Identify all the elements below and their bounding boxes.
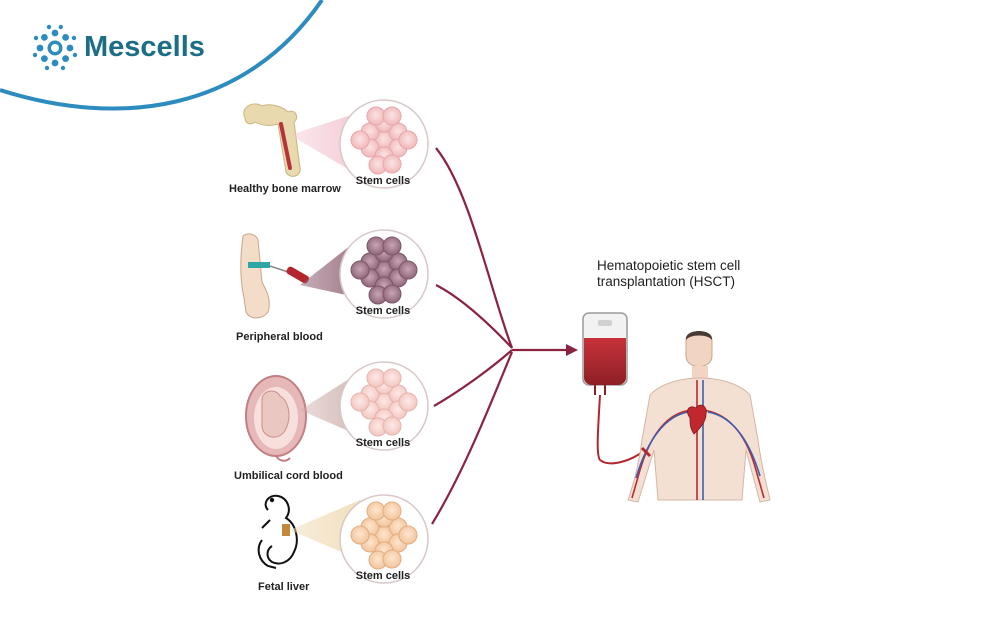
arrow-from-bone-marrow: [435, 147, 514, 349]
blood-bag-icon: [582, 312, 643, 465]
stem-cell: [366, 368, 386, 388]
stem-cell: [350, 525, 370, 545]
arrow-from-fetal-liver: [431, 351, 514, 525]
hsct-title-line-2: transplantation (HSCT): [597, 274, 736, 289]
stem-cell: [382, 284, 402, 304]
source-label-bone-marrow: Healthy bone marrow: [229, 183, 341, 195]
source-label-umbilical-cord-blood: Umbilical cord blood: [234, 470, 343, 482]
stem-cell-cluster-3: [339, 361, 429, 451]
brand-name: Mescells: [84, 31, 205, 63]
stem-cell: [382, 416, 402, 436]
patient-body-icon: [627, 331, 771, 503]
fetus-in-uterus-icon: [245, 375, 307, 462]
stem-cell: [350, 260, 370, 280]
stem-cell: [350, 130, 370, 150]
stem-cell: [350, 392, 370, 412]
stem-cell: [398, 392, 418, 412]
arrow-head: [566, 344, 578, 356]
stem-cell: [398, 260, 418, 280]
fetal-liver-highlight: [282, 524, 290, 536]
stem-cell: [382, 106, 402, 126]
bone-marrow-icon: [243, 103, 301, 177]
stem-cell-cluster-2: [339, 229, 429, 319]
stem-cell: [382, 368, 402, 388]
stem-cell-cluster-1: [339, 99, 429, 189]
source-label-fetal-liver: Fetal liver: [258, 581, 310, 593]
stem-cell: [366, 236, 386, 256]
source-label-peripheral-blood: Peripheral blood: [236, 331, 323, 343]
header-arc: [0, 0, 324, 111]
hsct-title-line-1: Hematopoietic stem cell: [597, 258, 741, 273]
arrow-from-cord-blood: [433, 349, 513, 407]
stem-cell: [366, 501, 386, 521]
convergent-arrows: [431, 147, 568, 525]
arrow-from-peripheral-blood: [435, 284, 513, 349]
stem-cell: [382, 549, 402, 569]
stem-cells-label-3: Stem cells: [355, 437, 411, 449]
stem-cell: [382, 501, 402, 521]
stem-cell: [366, 106, 386, 126]
fetus-outline-icon: [257, 494, 298, 569]
stem-cell: [382, 154, 402, 174]
arm-blood-draw-icon: [240, 233, 310, 319]
mescells-logo-icon: [32, 24, 78, 71]
stem-cells-label-4: Stem cells: [355, 570, 411, 582]
stem-cell: [398, 525, 418, 545]
stem-cell-cluster-4: [339, 494, 429, 584]
stem-cell: [398, 130, 418, 150]
hsct-title: Hematopoietic stem cell transplantation …: [597, 258, 740, 290]
stem-cells-label-2: Stem cells: [355, 305, 411, 317]
stem-cell: [382, 236, 402, 256]
stem-cells-label-1: Stem cells: [355, 175, 411, 187]
